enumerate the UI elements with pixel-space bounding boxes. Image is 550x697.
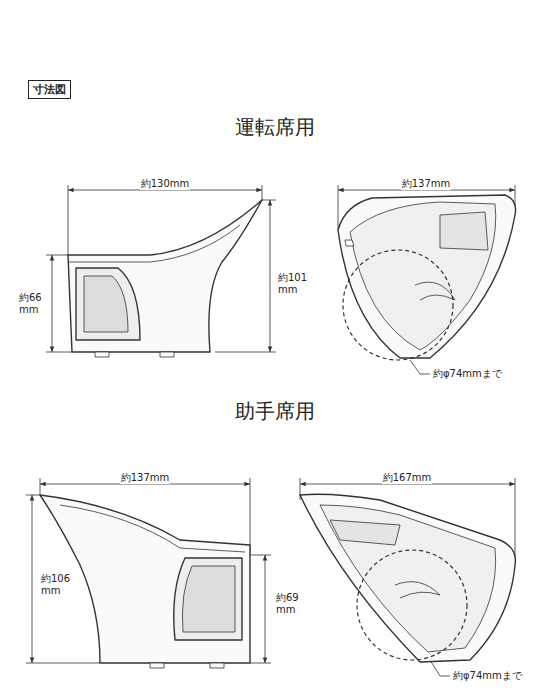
dimension-label: 約φ74mmまで	[452, 670, 523, 682]
label-box: 寸法図	[28, 80, 71, 99]
box-label: 寸法図	[33, 82, 66, 97]
dimension-label: 約φ74mmまで	[432, 368, 503, 380]
section-heading: 運転席用	[235, 116, 315, 139]
dimension-label: 約137mm	[401, 178, 452, 190]
dimension-label: 約106 mm	[40, 573, 76, 596]
dimension-label: 約101 mm	[277, 272, 313, 295]
dimension-label: 約66 mm	[18, 292, 50, 315]
dimension-label: 約130mm	[140, 178, 191, 190]
section-heading: 助手席用	[235, 400, 315, 423]
dimension-label: 約69 mm	[275, 592, 307, 615]
dimension-label: 約167mm	[382, 472, 433, 484]
dimension-label: 約137mm	[120, 472, 171, 484]
